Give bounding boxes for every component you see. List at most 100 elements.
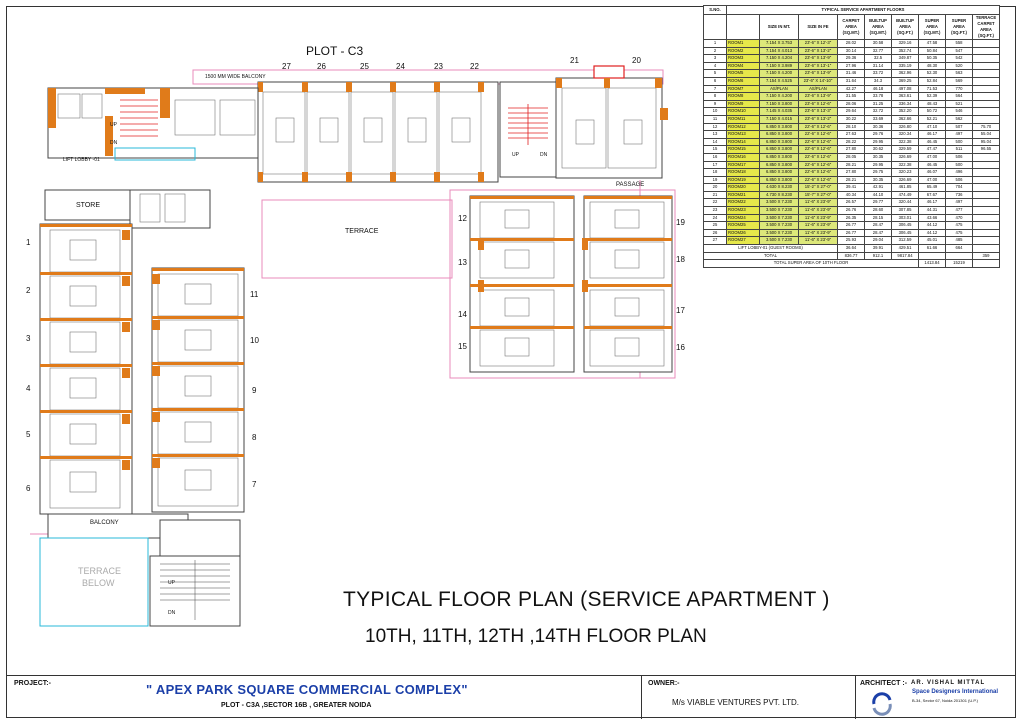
table-cell: 29.95: [864, 160, 892, 170]
table-cell: 336.34: [891, 99, 919, 109]
table-cell: 26.76: [837, 206, 865, 215]
table-cell: 26.77: [837, 221, 865, 230]
table-cell: 42.91: [864, 183, 892, 192]
table-cell: 11'-6" X 23'-9": [798, 221, 838, 230]
table-cell: 23'-6" X 12'-6": [798, 99, 838, 109]
table-cell: 32.72: [864, 107, 892, 116]
table-cell: [972, 152, 1000, 162]
table-cell: 511: [945, 145, 973, 154]
table-cell: 15'-7" X 27'-0": [798, 190, 838, 200]
table-cell: 33.78: [864, 92, 892, 101]
table-cell: 547: [945, 46, 973, 56]
table-cell: 23: [703, 206, 727, 215]
table-cell: 33.72: [864, 69, 892, 78]
table-cell: 65.49: [918, 183, 946, 192]
table-cell: 61.66: [918, 244, 946, 253]
table-cell: 497: [945, 130, 973, 139]
architect-label: ARCHITECT :-: [860, 680, 908, 687]
table-cell: 43.66: [918, 213, 946, 223]
table-cell: 67.67: [918, 190, 946, 200]
column-header: SIZE IN MT.: [759, 14, 799, 40]
table-cell: 320.34: [891, 130, 919, 139]
table-cell: 485: [945, 236, 973, 246]
terrace-label: TERRACE: [345, 228, 379, 235]
table-cell: 359: [972, 251, 1000, 261]
table-cell: 352.74: [891, 46, 919, 56]
table-cell: ROOM9: [726, 99, 760, 109]
table-cell: 497: [945, 198, 973, 208]
table-cell: LIFT LOBBY-01 (GUEST ROOMS): [703, 244, 838, 253]
table-cell: 29.77: [864, 198, 892, 208]
table-cell: 23'-6" X 13'-9": [798, 69, 838, 78]
table-cell: ROOM14: [726, 137, 760, 147]
table-cell: 3.500 X 7.230: [759, 213, 799, 223]
left-core: [44, 87, 259, 229]
table-cell: 12: [703, 122, 727, 132]
top-stair-block: [499, 65, 668, 179]
table-cell: 474.49: [891, 190, 919, 200]
area-statement-table: S.NO. TYPICAL SERVICE APARTMENT FLOORS S…: [703, 5, 1000, 268]
table-cell: 55.04: [972, 130, 1000, 139]
table-cell: ROOM12: [726, 122, 760, 132]
table-cell: 6.850 X 3.800: [759, 145, 799, 154]
table-cell: 50.84: [918, 46, 946, 56]
table-cell: ROOM22: [726, 198, 760, 208]
unit-number: 10: [250, 336, 259, 345]
table-cell: 507: [945, 122, 973, 132]
table-cell: ROOM27: [726, 236, 760, 246]
table-cell: 28.02: [837, 39, 865, 48]
table-cell: 770: [945, 84, 973, 94]
table-cell: 18: [703, 168, 727, 177]
table-cell: [972, 76, 1000, 86]
table-cell: 28.05: [837, 152, 865, 162]
table-cell: 546: [945, 107, 973, 116]
table-cell: 326.80: [891, 122, 919, 132]
table-cell: 95.04: [972, 137, 1000, 147]
table-cell: 322.38: [891, 137, 919, 147]
title-floors: 10TH, 11TH, 12TH ,14TH FLOOR PLAN: [365, 626, 707, 647]
table-cell: 362.66: [891, 114, 919, 124]
table-cell: ROOM23: [726, 206, 760, 215]
unit-number: 3: [26, 334, 31, 343]
table-cell: 8: [703, 92, 727, 101]
table-cell: 320.23: [891, 168, 919, 177]
table-cell: 30.22: [837, 114, 865, 124]
unit-number: 20: [632, 56, 641, 65]
table-cell: [972, 114, 1000, 124]
unit-number: 5: [26, 430, 31, 439]
passage-label: PASSAGE: [616, 182, 645, 188]
table-cell: 312.59: [891, 236, 919, 246]
table-cell: 31.14: [864, 61, 892, 71]
table-cell: 326.69: [891, 175, 919, 185]
table-cell: 11'-6" X 23'-9": [798, 236, 838, 246]
architect-name: AR. VISHAL MITTAL: [911, 680, 986, 686]
table-cell: 48.30: [918, 61, 946, 71]
table-cell: 28.15: [864, 213, 892, 223]
table-cell: 32.77: [864, 46, 892, 56]
table-cell: 47.00: [918, 152, 946, 162]
table-cell: 28.47: [864, 221, 892, 230]
table-cell: ROOM8: [726, 92, 760, 101]
table-cell: 28.21: [837, 160, 865, 170]
table-cell: 322.38: [891, 160, 919, 170]
table-cell: 28.06: [837, 99, 865, 109]
table-cell: 506: [945, 175, 973, 185]
table-cell: 4.730 X 8.230: [759, 190, 799, 200]
table-cell: 542: [945, 54, 973, 63]
table-cell: 22'-6" X 12'-6": [798, 152, 838, 162]
table-cell: 497.08: [891, 84, 919, 94]
table-cell: 4.630 X 8.230: [759, 183, 799, 192]
table-cell: ROOM2: [726, 46, 760, 56]
table-cell: 23'-6" X 13'-9": [798, 54, 838, 63]
table-cell: 96.55: [972, 145, 1000, 154]
table-cell: 4: [703, 61, 727, 71]
table-cell: 29.36: [837, 54, 865, 63]
table-cell: 23'-6" X 14'-10": [798, 76, 838, 86]
